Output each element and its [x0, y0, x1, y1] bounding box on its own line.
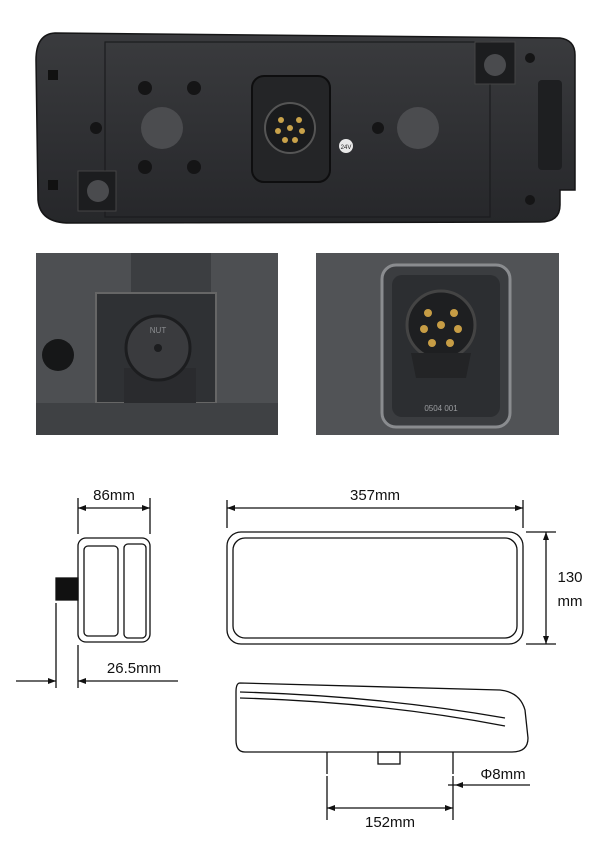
height-value-label: 130 [557, 569, 582, 586]
back-view-photo: 24V [0, 0, 600, 235]
top-view-outline [235, 682, 529, 753]
mounting-bolt-right [397, 107, 439, 149]
top-view-contour [239, 697, 506, 727]
mount-nut-top [484, 54, 506, 76]
connector-label: 0504 001 [424, 404, 458, 413]
nut-detail-graphic: NUT [36, 253, 278, 435]
side-view-body [77, 537, 151, 643]
side-clip [538, 80, 562, 170]
dimension-drawings: 86mm 26.5mm 357mm 130 mm 152mm Φ8mm [0, 470, 600, 849]
mounting-bolt-left [141, 107, 183, 149]
side-view-connector [55, 577, 79, 601]
length-label: 357mm [350, 487, 400, 504]
mount-nut-bottom [87, 180, 109, 202]
front-view-inner [232, 537, 518, 639]
lamp-back-housing: 24V [35, 32, 576, 224]
front-view-drawing [226, 531, 524, 645]
bolt-diameter-label: Φ8mm [480, 766, 525, 783]
front-view-outer [226, 531, 524, 645]
inner-panel [104, 41, 491, 218]
vent-hole [48, 70, 58, 80]
connector-collar [411, 353, 471, 378]
side-view-inner [83, 545, 119, 637]
side-view-drawing [55, 537, 151, 643]
connector-pins-detail [420, 309, 462, 347]
detail-photo-nut: NUT [36, 253, 278, 435]
top-view-contour [239, 691, 506, 719]
arrowheads [48, 505, 549, 811]
dimension-drawing-svg: 86mm 26.5mm 357mm 130 mm 152mm Φ8mm [16, 487, 583, 831]
side-view-lens [123, 543, 147, 639]
connector-detail-graphic: 0504 001 [316, 253, 559, 435]
depth-label: 86mm [93, 487, 135, 504]
connector-depth-label: 26.5mm [107, 660, 161, 677]
top-view-drawing [235, 682, 529, 774]
nut-label: NUT [150, 326, 167, 335]
height-unit-label: mm [558, 593, 583, 610]
voltage-label: 24V [341, 145, 352, 151]
bolt-spacing-label: 152mm [365, 814, 415, 831]
connector-pins [275, 117, 305, 143]
mount-channel [131, 253, 211, 298]
holes [90, 53, 535, 205]
vent-hole [48, 180, 58, 190]
nut-center [154, 344, 162, 352]
detail-photo-connector: 0504 001 [316, 253, 559, 435]
hole [42, 339, 74, 371]
voltage-sticker [339, 139, 353, 153]
top-view-connector [377, 751, 401, 765]
